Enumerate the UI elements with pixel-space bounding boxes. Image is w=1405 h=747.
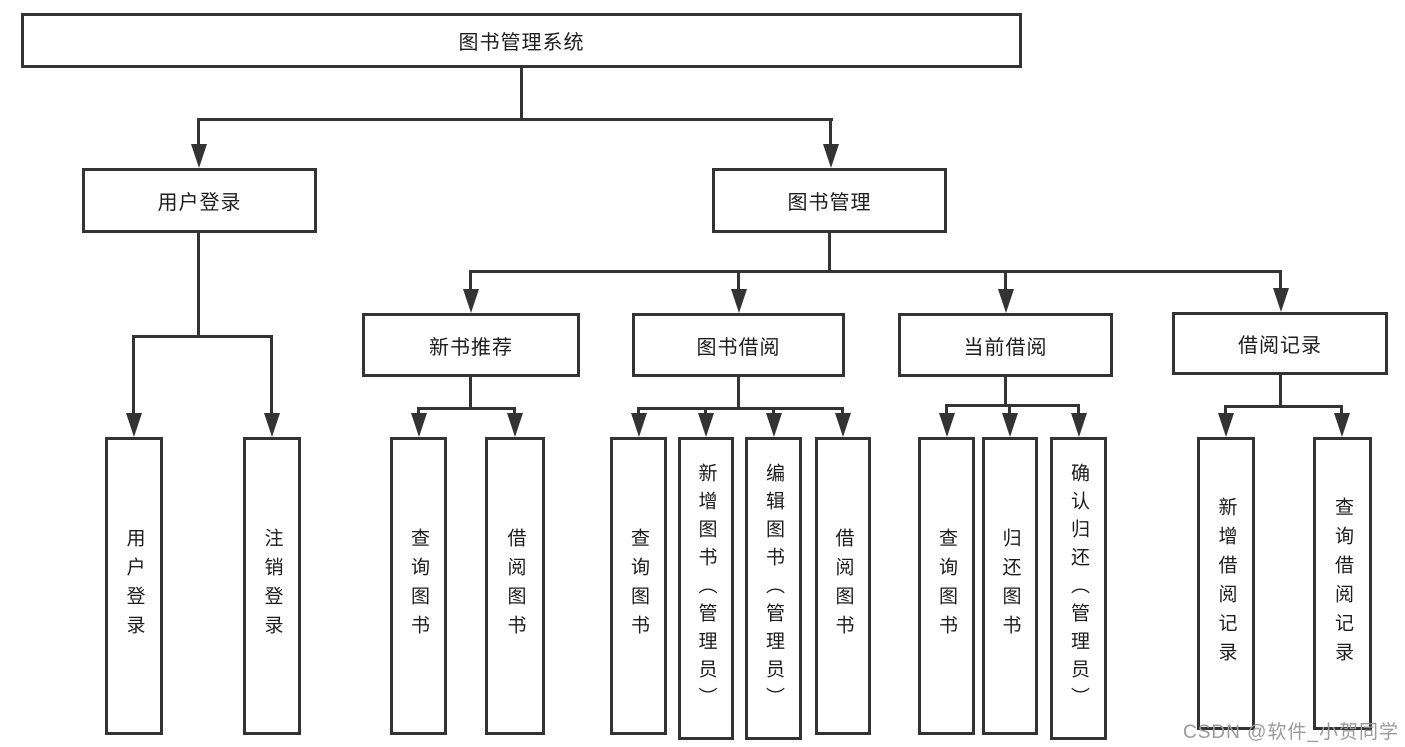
node-label: 图书借阅 (696, 336, 781, 359)
leaf-borrow-books-recommend: 借阅图书 (485, 437, 545, 735)
connector-drop (1077, 404, 1080, 418)
connector-drop (1224, 405, 1227, 418)
connector-drop (270, 335, 273, 415)
connector-drop (469, 270, 472, 290)
leaf-label: 编辑图书（管理员） (763, 462, 784, 715)
node-current-borrowing: 当前借阅 (898, 313, 1113, 377)
leaf-label: 查询图书 (408, 528, 429, 644)
arrowhead-down-icon (939, 413, 955, 437)
leaf-logout: 注销登录 (243, 437, 301, 735)
node-book-borrowing: 图书借阅 (632, 313, 845, 377)
connector-drop (1004, 270, 1007, 290)
leaf-label: 查询图书 (936, 528, 957, 644)
leaf-confirm-return-admin: 确认归还（管理员） (1050, 437, 1107, 740)
arrowhead-down-icon (1334, 413, 1350, 437)
leaf-add-borrow-record: 新增借阅记录 (1197, 437, 1255, 730)
leaf-borrow-books: 借阅图书 (815, 437, 871, 735)
leaf-label: 新增图书（管理员） (695, 462, 717, 715)
arrowhead-down-icon (731, 289, 747, 313)
arrowhead-down-icon (1002, 413, 1018, 437)
leaf-query-borrow-record: 查询借阅记录 (1313, 437, 1372, 730)
connector-root-bar (197, 118, 833, 121)
node-label: 用户登录 (157, 192, 242, 214)
connector-drop (737, 270, 740, 290)
arrowhead-down-icon (823, 144, 839, 168)
connector-records-bar (1224, 405, 1343, 408)
leaf-add-books-admin: 新增图书（管理员） (678, 437, 734, 740)
connector-userlogin-stem (197, 231, 200, 337)
connector-drop (197, 118, 200, 148)
node-user-login: 用户登录 (82, 168, 317, 233)
connector-drop (1279, 270, 1282, 290)
connector-current-stem (1004, 375, 1007, 407)
leaf-query-books-current: 查询图书 (918, 437, 975, 735)
leaf-query-books-recommend: 查询图书 (390, 437, 447, 735)
node-borrowing-records: 借阅记录 (1172, 312, 1388, 375)
arrowhead-down-icon (191, 144, 207, 168)
node-book-management: 图书管理 (712, 168, 947, 233)
leaf-label: 归还图书 (999, 528, 1021, 644)
arrowhead-down-icon (1273, 288, 1289, 312)
leaf-user-login: 用户登录 (105, 437, 163, 735)
leaf-label: 注销登录 (261, 528, 283, 644)
leaf-return-books: 归还图书 (982, 437, 1038, 735)
leaf-query-books-borrowing: 查询图书 (610, 437, 667, 735)
node-library-management-system: 图书管理系统 (21, 13, 1022, 68)
connector-current-bar (945, 404, 1080, 407)
leaf-label: 借阅图书 (504, 528, 526, 644)
arrowhead-down-icon (126, 413, 142, 437)
connector-bookmgmt-stem (828, 231, 831, 273)
leaf-label: 确认归还（管理员） (1068, 462, 1089, 715)
connector-drop (1008, 404, 1011, 418)
connector-recommend-bar (417, 407, 516, 410)
arrowhead-down-icon (463, 289, 479, 313)
arrowhead-down-icon (264, 413, 280, 437)
leaf-label: 新增借阅记录 (1215, 496, 1237, 671)
node-label: 图书管理 (787, 192, 872, 214)
connector-drop (829, 118, 832, 148)
connector-drop (945, 404, 948, 418)
connector-borrowing-bar (637, 407, 844, 410)
node-label: 图书管理系统 (458, 32, 585, 54)
arrowhead-down-icon (507, 413, 523, 437)
connector-bookmgmt-bar (469, 270, 1282, 273)
node-label: 当前借阅 (963, 336, 1048, 359)
leaf-label: 用户登录 (123, 528, 145, 644)
arrowhead-down-icon (1218, 413, 1234, 437)
connector-root-stem (520, 66, 523, 120)
connector-drop (132, 335, 135, 415)
connector-recommend-stem (469, 375, 472, 410)
arrowhead-down-icon (998, 289, 1014, 313)
connector-records-stem (1279, 373, 1282, 408)
connector-userlogin-bar (132, 335, 273, 338)
connector-drop (1340, 405, 1343, 418)
leaf-label: 查询借阅记录 (1332, 496, 1353, 671)
arrowhead-down-icon (631, 413, 647, 437)
arrowhead-down-icon (411, 413, 427, 437)
leaf-edit-books-admin: 编辑图书（管理员） (745, 437, 802, 740)
arrowhead-down-icon (1071, 413, 1087, 437)
leaf-label: 查询图书 (628, 528, 649, 644)
arrowhead-down-icon (766, 413, 782, 437)
leaf-label: 借阅图书 (832, 528, 854, 644)
node-label: 新书推荐 (429, 336, 513, 359)
node-new-book-recommendation: 新书推荐 (362, 313, 580, 377)
node-label: 借阅记录 (1238, 335, 1322, 357)
arrowhead-down-icon (835, 413, 851, 437)
arrowhead-down-icon (698, 413, 714, 437)
connector-borrowing-stem (737, 375, 740, 410)
csdn-watermark: CSDN @软件_小贺同学 (1183, 722, 1399, 743)
